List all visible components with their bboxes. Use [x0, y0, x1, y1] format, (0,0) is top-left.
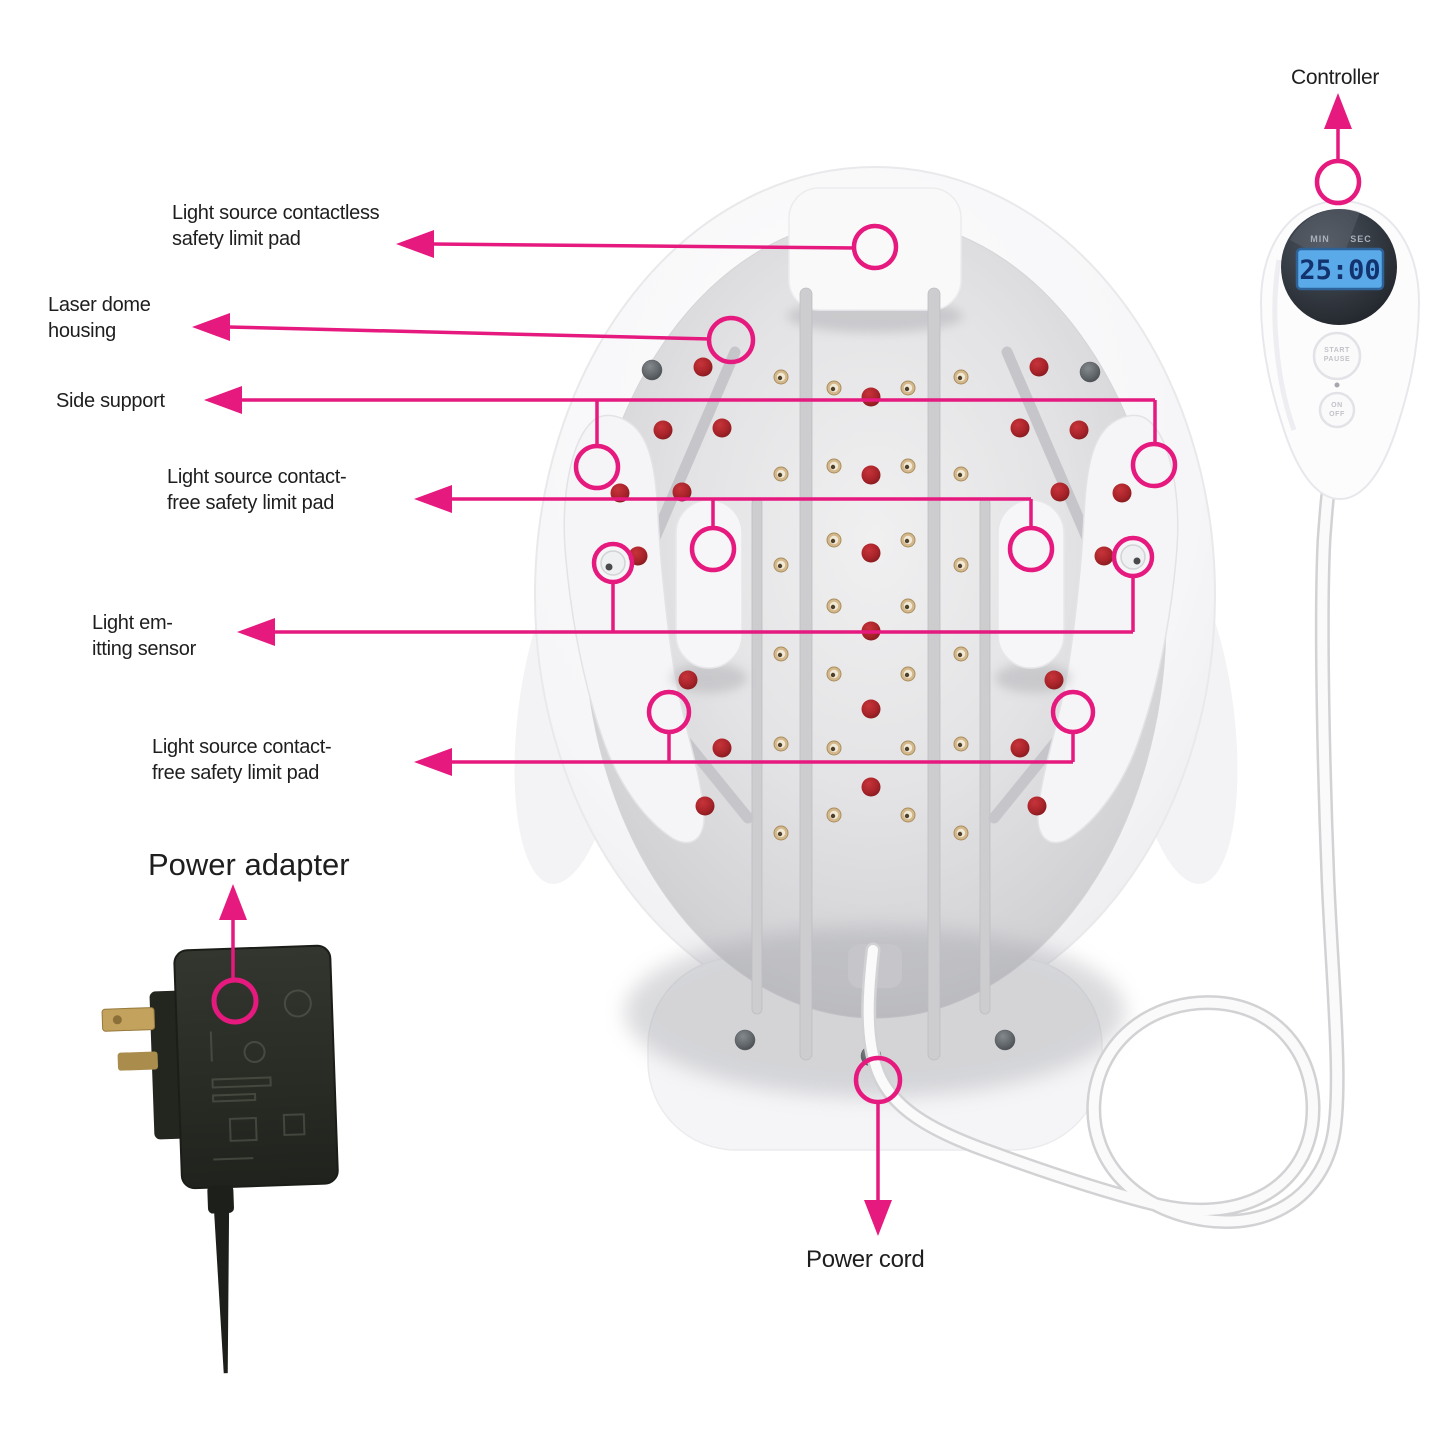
label-contact-free-pad-lower: Light source contact- free safety limit … — [152, 736, 332, 785]
arrow-left-icon — [414, 485, 452, 513]
led-light-dots — [773, 369, 969, 841]
label-contact-free-pad-upper: Light source contact- free safety limit … — [167, 466, 347, 515]
start-pause-button — [1312, 331, 1362, 381]
adapter-cord — [214, 1210, 230, 1374]
label-light-emitting-sensor: Light em- itting sensor — [92, 612, 196, 661]
label-controller: Controller — [1291, 66, 1380, 89]
arrow-left-icon — [192, 313, 230, 341]
controller-lcd — [1295, 247, 1385, 291]
on-label: ON — [1331, 402, 1343, 409]
on-off-button — [1318, 391, 1356, 429]
arrow-left-icon — [396, 230, 434, 258]
on-off-button-label: ON OFF — [1307, 401, 1367, 419]
arrow-up-icon — [219, 884, 247, 920]
callout-arrowheads — [192, 93, 1352, 1236]
callouts — [211, 127, 1362, 1202]
adapter-cord-connector — [207, 1185, 234, 1214]
lcd-sec-label: SEC — [1350, 234, 1372, 244]
lcd-time-value: 25:00 — [1299, 255, 1381, 286]
start-label: START — [1324, 347, 1350, 354]
adapter-body — [173, 944, 339, 1190]
controller-device — [1259, 199, 1421, 501]
lcd-min-label: MIN — [1310, 234, 1330, 244]
label-side-support: Side support — [56, 390, 165, 412]
adapter-prong-hole — [112, 1015, 122, 1025]
power-adapter-device — [101, 944, 339, 1374]
adapter-prong-bottom — [117, 1051, 158, 1071]
light-emitting-sensor-left — [600, 550, 626, 576]
adapter-prong-top — [101, 1007, 156, 1032]
controller-body-shade — [1272, 259, 1297, 431]
arrow-up-icon — [1324, 93, 1352, 129]
arrow-down-icon — [864, 1200, 892, 1236]
laser-diode-dots — [610, 357, 1132, 816]
arrow-left-icon — [414, 748, 452, 776]
arrow-left-icon — [237, 618, 275, 646]
label-laser-dome-housing: Laser dome housing — [48, 294, 151, 343]
arrow-left-icon — [204, 386, 242, 414]
label-contactless-pad: Light source contactless safety limit pa… — [172, 202, 380, 251]
indicator-dot — [1334, 382, 1340, 388]
start-pause-button-label: START PAUSE — [1307, 346, 1367, 364]
adapter-markings — [209, 989, 312, 1161]
pause-label: PAUSE — [1323, 356, 1351, 364]
label-power-cord: Power cord — [806, 1246, 925, 1273]
off-label: OFF — [1329, 411, 1345, 419]
guide-rails — [751, 287, 991, 1061]
contact-free-pad-left — [675, 499, 743, 669]
label-power-adapter: Power adapter — [148, 847, 350, 882]
light-emitting-sensor-right — [1120, 544, 1146, 570]
power-cord — [861, 486, 1345, 1229]
